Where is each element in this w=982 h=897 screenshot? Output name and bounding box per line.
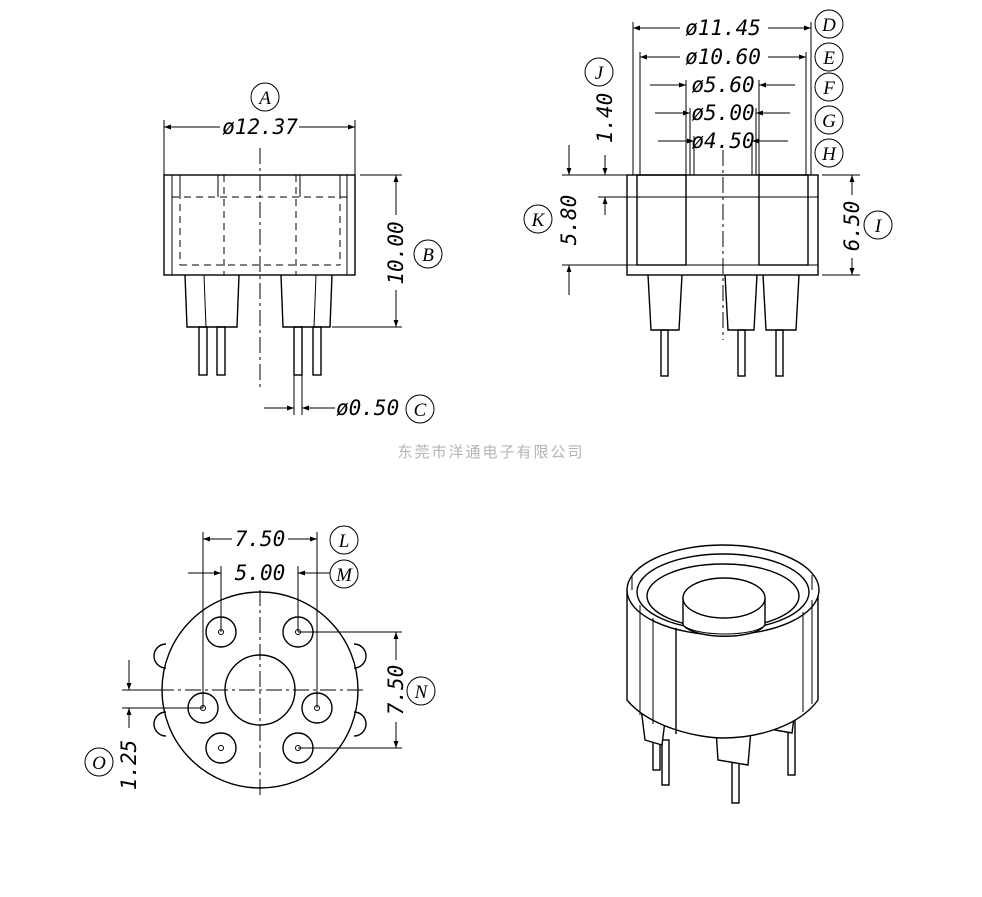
dim-O-value: 1.25 <box>117 740 141 791</box>
dim-L-tag: L <box>338 531 350 552</box>
dim-K-tag: K <box>531 210 546 231</box>
dim-F-value: ø5.60 <box>691 73 754 97</box>
dim-E-value: ø10.60 <box>685 45 761 69</box>
dim-H-value: ø4.50 <box>691 129 754 153</box>
dim-D-value: ø11.45 <box>685 16 761 40</box>
dim-N-value: 7.50 <box>384 665 408 716</box>
dim-B-tag: B <box>422 245 434 266</box>
dim-E-tag: E <box>822 48 835 69</box>
dim-M-value: 5.00 <box>235 561 286 585</box>
dim-L-value: 7.50 <box>235 527 286 551</box>
dim-I-tag: I <box>874 216 883 237</box>
dim-O-tag: O <box>92 753 106 774</box>
dim-J-tag: J <box>595 63 605 84</box>
dim-A-value: ø12.37 <box>222 115 298 139</box>
dim-J-value: 1.40 <box>593 93 617 144</box>
dim-B-value: 10.00 <box>384 221 408 284</box>
dim-N-tag: N <box>414 682 429 703</box>
isometric-view <box>626 544 820 804</box>
dim-I-value: 6.50 <box>840 201 864 252</box>
dim-C-value: ø0.50 <box>336 396 399 420</box>
dim-G-tag: G <box>822 111 836 132</box>
company-watermark: 东莞市洋通电子有限公司 <box>397 443 584 461</box>
section-view: ø11.45 D ø10.60 E ø5.60 F ø5.00 G ø4.50 … <box>523 9 893 377</box>
dim-A-tag: A <box>257 88 271 109</box>
dim-M-tag: M <box>335 565 353 586</box>
dim-G-value: ø5.00 <box>691 101 754 125</box>
dim-D-tag: D <box>821 15 836 36</box>
dim-H-tag: H <box>821 144 837 165</box>
front-view: ø12.37 A 10.00 B ø0.50 C <box>163 82 443 424</box>
dim-C-tag: C <box>414 400 427 421</box>
bottom-view: 7.50 L 5.00 M 7.50 N 1.25 O <box>84 525 436 795</box>
dim-K-value: 5.80 <box>557 195 581 246</box>
dim-F-tag: F <box>822 78 835 99</box>
